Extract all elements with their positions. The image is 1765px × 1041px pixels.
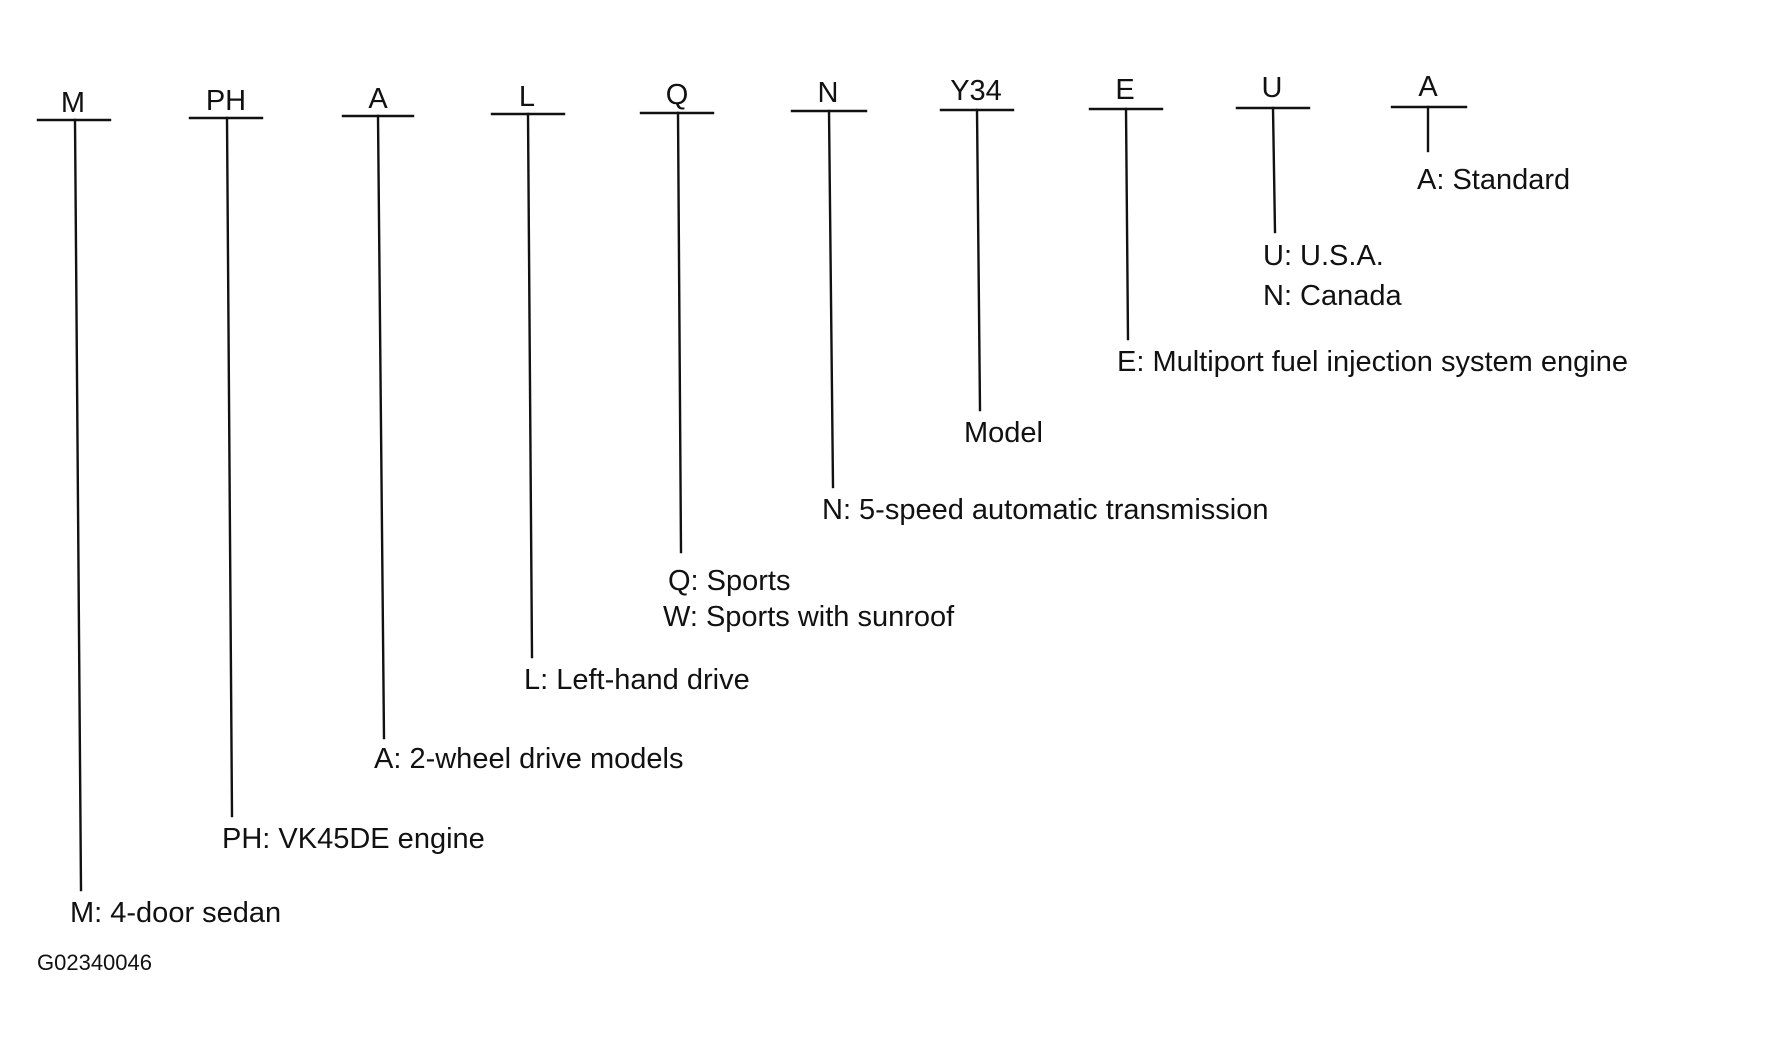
leader-line [1271,106,1277,234]
code-description: N: Canada [1263,280,1403,312]
code-letter: A [1418,71,1438,103]
code-description: U: U.S.A. [1263,240,1384,272]
code-letter: PH [206,85,246,117]
code-letter: Y34 [950,75,1002,107]
code-segment-ph: PH PH: VK45DE engine [188,85,485,855]
leader-line [1124,107,1130,341]
code-segment-a-standard: A A: Standard [1390,71,1570,196]
code-letter: E [1115,74,1134,106]
code-letter: L [519,81,535,113]
code-description: A: Standard [1417,164,1570,196]
code-description: A: 2-wheel drive models [374,743,683,775]
code-description: M: 4-door sedan [70,897,281,929]
leader-line [526,112,534,659]
code-segment-l: L L: Left-hand drive [490,81,750,696]
code-letter: Q [666,79,689,111]
code-description: L: Left-hand drive [524,664,750,696]
code-segment-u: U U: U.S.A. N: Canada [1235,72,1403,312]
code-description: PH: VK45DE engine [222,823,485,855]
code-description: W: Sports with sunroof [663,601,955,633]
code-segment-n: N N: 5-speed automatic transmission [790,77,1268,526]
leader-line [975,108,982,412]
code-description: Q: Sports [668,565,791,597]
code-letter: M [61,87,85,119]
code-description: Model [964,417,1043,449]
code-description: E: Multiport fuel injection system engin… [1117,346,1628,378]
code-segment-q: Q Q: Sports W: Sports with sunroof [639,79,955,633]
leader-line [676,111,683,554]
leader-line [73,118,83,892]
leader-line [827,109,835,489]
leader-line [225,116,234,818]
code-letter: U [1262,72,1283,104]
code-letter: N [818,77,839,109]
code-letter: A [368,83,388,115]
figure-id: G02340046 [37,950,152,975]
code-segment-m: M M: 4-door sedan [36,87,281,929]
code-segment-a: A A: 2-wheel drive models [341,83,683,775]
code-segment-y34: Y34 Model [939,75,1043,449]
leader-line [376,114,386,740]
code-segment-e: E E: Multiport fuel injection system eng… [1088,74,1628,378]
code-description: N: 5-speed automatic transmission [822,494,1268,526]
